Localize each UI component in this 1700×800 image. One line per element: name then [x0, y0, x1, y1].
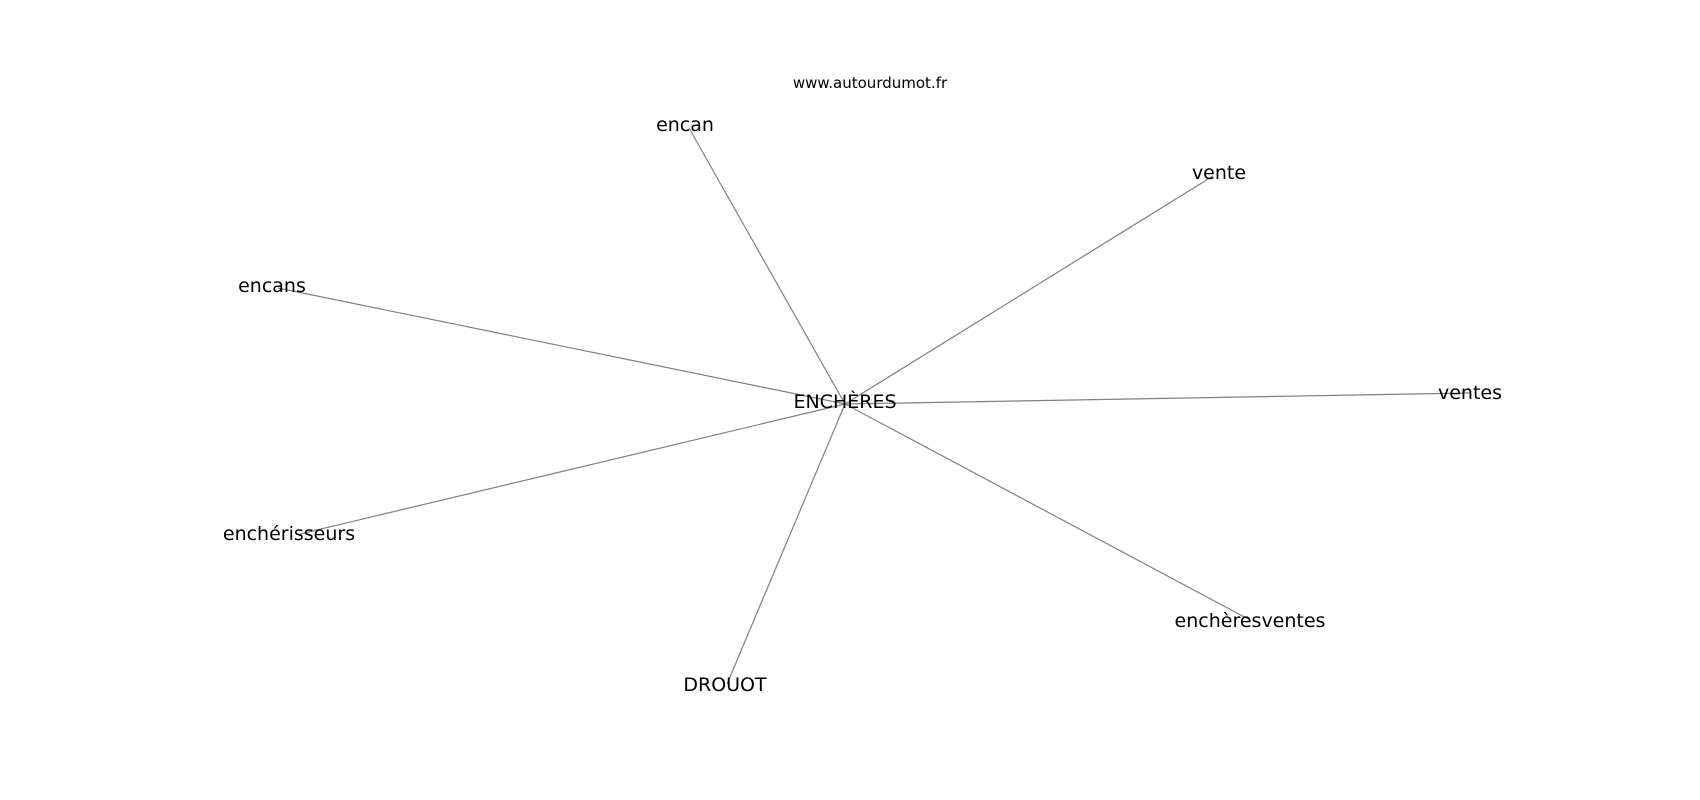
edge-vente	[844, 175, 1214, 405]
node-encherisseurs[interactable]: enchérisseurs	[223, 523, 355, 545]
node-labels: ENCHÈRES encan vente encans ventes enché…	[223, 114, 1502, 696]
site-url: www.autourdumot.fr	[793, 74, 948, 92]
node-encan[interactable]: encan	[656, 114, 714, 136]
node-drouot[interactable]: DROUOT	[683, 674, 767, 696]
node-vente[interactable]: vente	[1192, 162, 1246, 184]
node-encans[interactable]: encans	[238, 275, 306, 297]
edge-encans	[277, 287, 846, 405]
edge-encheresventes	[844, 403, 1251, 621]
node-encheresventes[interactable]: enchèresventes	[1175, 610, 1326, 632]
edge-encherisseurs	[299, 403, 846, 535]
edge-ventes	[844, 392, 1471, 405]
edges	[277, 127, 1471, 685]
edge-drouot	[726, 403, 846, 685]
node-center-encheres[interactable]: ENCHÈRES	[793, 390, 896, 413]
edge-encan	[688, 127, 846, 405]
node-ventes[interactable]: ventes	[1438, 382, 1502, 404]
